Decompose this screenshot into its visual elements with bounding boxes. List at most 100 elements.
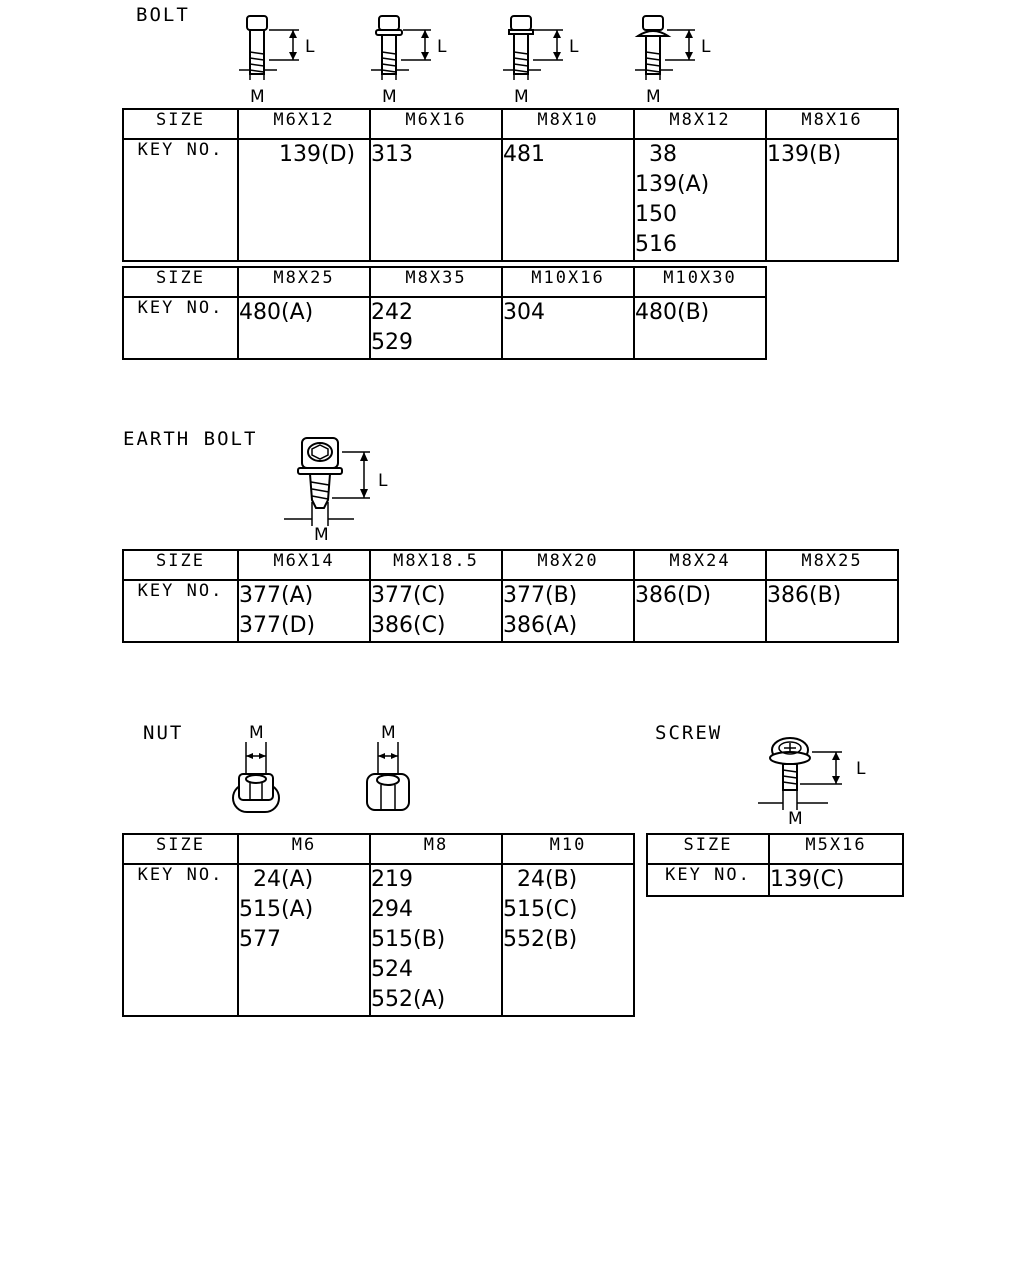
earth-bolt-section-title: EARTH BOLT xyxy=(123,428,258,450)
key-cell: 377(A) 377(D) xyxy=(237,579,371,643)
key-cell: 24(A) 515(A) 577 xyxy=(237,863,371,1017)
key-number: 139(D) xyxy=(279,142,356,167)
size-cell: M8X25 xyxy=(237,266,371,298)
key-number: 480(A) xyxy=(239,300,314,325)
bolt-size-table-1: SIZE M6X12 M6X16 M8X10 M8X12 M8X16 KEY N… xyxy=(122,108,899,262)
table-header-row: SIZE M6X14 M8X18.5 M8X20 M8X24 M8X25 xyxy=(122,549,899,581)
key-cell: 481 xyxy=(501,138,635,262)
key-cell: 386(B) xyxy=(765,579,899,643)
bolt-diameter-label: M xyxy=(250,87,265,107)
size-cell: M8X24 xyxy=(633,549,767,581)
key-number: 139(C) xyxy=(770,867,845,892)
key-cell: 38 139(A) 150 516 xyxy=(633,138,767,262)
table-key-row: KEY NO. 139(C) xyxy=(646,863,904,897)
flange-nut-figure: M xyxy=(232,723,280,813)
table-header-row: SIZE M8X25 M8X35 M10X16 M10X30 xyxy=(122,266,767,298)
size-cell: M8X16 xyxy=(765,108,899,140)
hex-nut-figure: M xyxy=(366,723,410,811)
bolt-length-label: L xyxy=(569,37,579,57)
key-no-header: KEY NO. xyxy=(122,863,239,1017)
bolt-length-label: L xyxy=(437,37,447,57)
key-cell: 377(C) 386(C) xyxy=(369,579,503,643)
size-header: SIZE xyxy=(122,266,239,298)
key-no-header: KEY NO. xyxy=(122,579,239,643)
size-cell: M6X12 xyxy=(237,108,371,140)
key-number: 377(D) xyxy=(239,613,316,638)
key-number: 481 xyxy=(503,142,545,167)
size-header: SIZE xyxy=(122,108,239,140)
key-number: 38 xyxy=(649,142,677,167)
key-no-header: KEY NO. xyxy=(122,138,239,262)
key-cell: 242 529 xyxy=(369,296,503,360)
size-cell: M5X16 xyxy=(768,833,904,865)
size-cell: M6X16 xyxy=(369,108,503,140)
key-number: 386(C) xyxy=(371,613,446,638)
key-number: 524 xyxy=(371,957,413,982)
bolt-section-title: BOLT xyxy=(136,4,190,26)
size-cell: M8X10 xyxy=(501,108,635,140)
key-number: 386(D) xyxy=(635,583,712,608)
earth-bolt-figure: L M xyxy=(284,437,388,545)
bolt-size-table-2: SIZE M8X25 M8X35 M10X16 M10X30 KEY NO. 4… xyxy=(122,266,767,360)
table-key-row: KEY NO. 480(A) 242 529 304 480(B) xyxy=(122,296,767,360)
size-cell: M8X25 xyxy=(765,549,899,581)
earth-bolt-size-table: SIZE M6X14 M8X18.5 M8X20 M8X24 M8X25 KEY… xyxy=(122,549,899,643)
bolt-diameter-label: M xyxy=(382,87,397,107)
key-number: 24(A) xyxy=(253,867,314,892)
size-cell: M8X18.5 xyxy=(369,549,503,581)
key-cell: 480(A) xyxy=(237,296,371,360)
hex-bolt-figure: L M xyxy=(239,15,315,107)
nut-diameter-label: M xyxy=(249,723,264,743)
key-number: 313 xyxy=(371,142,413,167)
screw-size-table: SIZE M5X16 KEY NO. 139(C) xyxy=(646,833,904,897)
table-key-row: KEY NO. 139(D) 313 481 38 139(A) 150 516… xyxy=(122,138,899,262)
key-cell: 219 294 515(B) 524 552(A) xyxy=(369,863,503,1017)
key-number: 480(B) xyxy=(635,300,710,325)
table-key-row: KEY NO. 24(A) 515(A) 577 219 294 515(B) … xyxy=(122,863,635,1017)
size-cell: M8 xyxy=(369,833,503,865)
size-cell: M6 xyxy=(237,833,371,865)
key-number: 552(B) xyxy=(503,927,578,952)
key-number: 294 xyxy=(371,897,413,922)
key-cell: 304 xyxy=(501,296,635,360)
screw-length-label: L xyxy=(856,759,866,779)
key-number: 219 xyxy=(371,867,413,892)
bolt-length-label: L xyxy=(701,37,711,57)
size-cell: M6X14 xyxy=(237,549,371,581)
key-number: 515(C) xyxy=(503,897,578,922)
earth-bolt-diameter-label: M xyxy=(314,525,329,545)
key-number: 377(B) xyxy=(503,583,578,608)
key-number: 386(B) xyxy=(767,583,842,608)
size-cell: M10X30 xyxy=(633,266,767,298)
table-header-row: SIZE M6X12 M6X16 M8X10 M8X12 M8X16 xyxy=(122,108,899,140)
key-cell: 377(B) 386(A) xyxy=(501,579,635,643)
size-cell: M8X12 xyxy=(633,108,767,140)
key-cell: 313 xyxy=(369,138,503,262)
key-cell: 24(B) 515(C) 552(B) xyxy=(501,863,635,1017)
key-number: 139(B) xyxy=(767,142,842,167)
table-key-row: KEY NO. 377(A) 377(D) 377(C) 386(C) 377(… xyxy=(122,579,899,643)
key-number: 377(C) xyxy=(371,583,446,608)
large-flange-bolt-figure: L M xyxy=(634,15,711,107)
size-header: SIZE xyxy=(122,549,239,581)
key-number: 150 xyxy=(635,202,677,227)
bolt-diameter-label: M xyxy=(514,87,529,107)
key-number: 24(B) xyxy=(517,867,578,892)
screw-diameter-label: M xyxy=(788,809,803,829)
bolt-length-label: L xyxy=(305,37,315,57)
key-number: 386(A) xyxy=(503,613,578,638)
size-cell: M8X35 xyxy=(369,266,503,298)
flange-bolt-figure: L M xyxy=(503,15,579,107)
key-number: 139(A) xyxy=(635,172,710,197)
nut-section-title: NUT xyxy=(143,722,184,744)
key-number: 242 xyxy=(371,300,413,325)
key-cell: 386(D) xyxy=(633,579,767,643)
size-cell: M10X16 xyxy=(501,266,635,298)
key-cell: 139(B) xyxy=(765,138,899,262)
key-cell: 139(C) xyxy=(768,863,904,897)
size-header: SIZE xyxy=(122,833,239,865)
size-header: SIZE xyxy=(646,833,770,865)
key-number: 516 xyxy=(635,232,677,257)
screw-section-title: SCREW xyxy=(655,722,723,744)
key-number: 515(A) xyxy=(239,897,314,922)
